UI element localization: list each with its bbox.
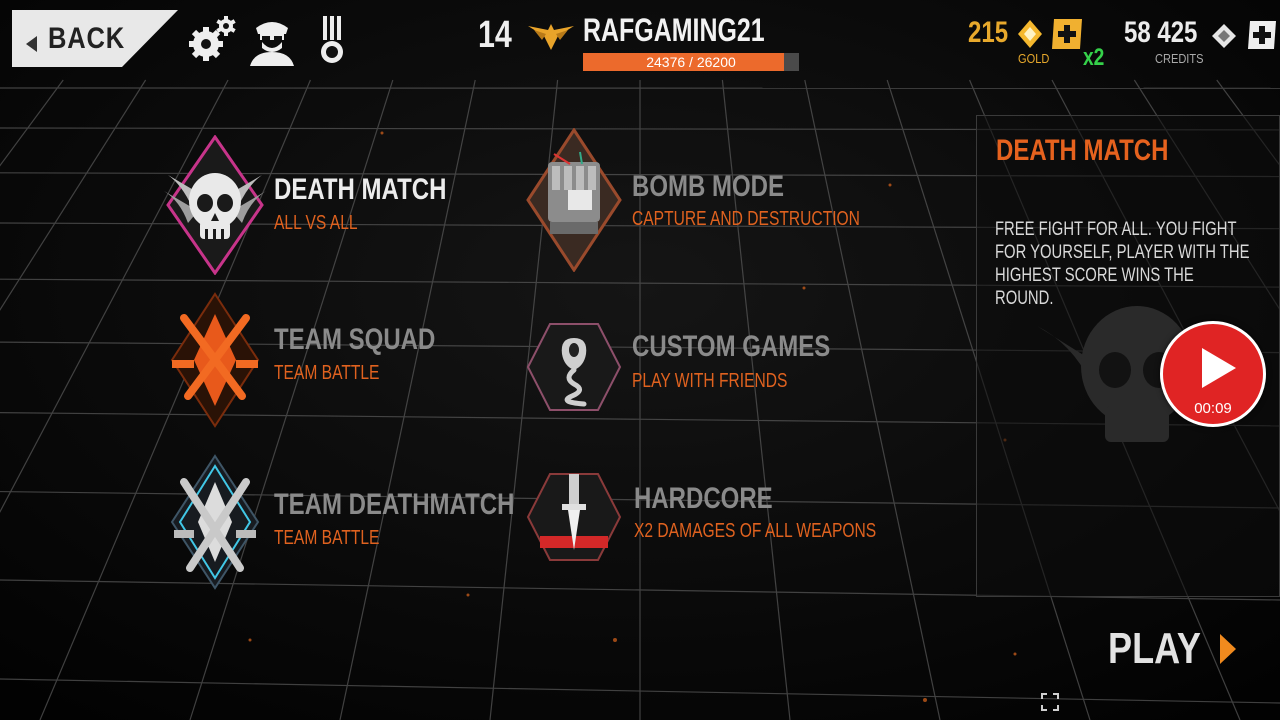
gold-multiplier: x2 (1083, 44, 1105, 71)
mode-hardcore[interactable]: HARDCORE X2 DAMAGES OF ALL WEAPONS (524, 470, 876, 564)
credits-amount: 58 425 (1124, 16, 1198, 49)
medal-icon[interactable] (306, 14, 358, 66)
gold-icon (1016, 18, 1044, 50)
settings-icon[interactable] (186, 14, 238, 66)
mode-title: BOMB MODE (632, 170, 784, 203)
mode-subtitle: TEAM BATTLE (274, 362, 380, 384)
rank-wings-icon (526, 14, 576, 54)
screen-record-button[interactable]: 00:09 (1160, 321, 1266, 427)
cobra-icon (526, 323, 622, 411)
player-level: 14 (478, 14, 512, 56)
gold-label: GOLD (1018, 51, 1050, 66)
back-label: BACK (48, 22, 126, 55)
knife-icon (526, 473, 622, 561)
mode-info-panel: DEATH MATCH FREE FIGHT FOR ALL. YOU FIGH… (976, 115, 1280, 597)
xp-progress-text: 24376 / 26200 (646, 54, 736, 70)
back-button[interactable]: BACK (12, 10, 178, 67)
gold-amount: 215 (968, 16, 1009, 49)
play-label: PLAY (1108, 624, 1201, 673)
info-description: FREE FIGHT FOR ALL. YOU FIGHT FOR YOURSE… (995, 219, 1250, 309)
mode-subtitle: ALL VS ALL (274, 212, 358, 234)
mode-title: HARDCORE (634, 482, 773, 515)
xp-progress-fill (583, 53, 784, 71)
mode-death-match[interactable]: DEATH MATCH ALL VS ALL (162, 135, 462, 275)
play-button[interactable]: PLAY (1090, 612, 1260, 682)
credits-icon (1210, 22, 1238, 50)
mode-subtitle: TEAM BATTLE (274, 527, 380, 549)
crossed-rifles-silver-icon (170, 454, 260, 590)
record-timer: 00:09 (1194, 400, 1232, 417)
xp-progress-bar: 24376 / 26200 (583, 53, 799, 71)
mode-team-deathmatch[interactable]: TEAM DEATHMATCH TEAM BATTLE (162, 452, 514, 592)
mode-subtitle: X2 DAMAGES OF ALL WEAPONS (634, 520, 877, 542)
fullscreen-icon[interactable] (1040, 692, 1060, 712)
player-name: RAFGAMING21 (583, 12, 765, 48)
play-triangle-icon (1202, 348, 1236, 388)
play-arrow-icon (1220, 634, 1236, 664)
mode-team-squad[interactable]: TEAM SQUAD TEAM BATTLE (162, 290, 462, 430)
add-gold-icon[interactable] (1050, 17, 1084, 51)
mode-title: DEATH MATCH (274, 173, 447, 206)
profile-soldier-icon[interactable] (246, 14, 298, 66)
mode-title: CUSTOM GAMES (632, 330, 831, 363)
bomb-icon (526, 128, 622, 272)
back-button-plate (12, 10, 178, 67)
mode-title: TEAM SQUAD (274, 323, 436, 356)
mode-subtitle: PLAY WITH FRIENDS (632, 370, 788, 392)
skull-badge-icon (164, 135, 266, 275)
mode-title: TEAM DEATHMATCH (274, 488, 515, 521)
mode-subtitle: CAPTURE AND DESTRUCTION (632, 208, 860, 230)
mode-custom-games[interactable]: CUSTOM GAMES PLAY WITH FRIENDS (524, 320, 844, 414)
mode-bomb-mode[interactable]: BOMB MODE CAPTURE AND DESTRUCTION (524, 128, 860, 272)
back-arrow-icon (26, 36, 37, 52)
info-title: DEATH MATCH (996, 134, 1169, 167)
crossed-rifles-orange-icon (170, 292, 260, 428)
add-credits-icon[interactable] (1246, 19, 1278, 51)
credits-label: CREDITS (1155, 51, 1204, 66)
